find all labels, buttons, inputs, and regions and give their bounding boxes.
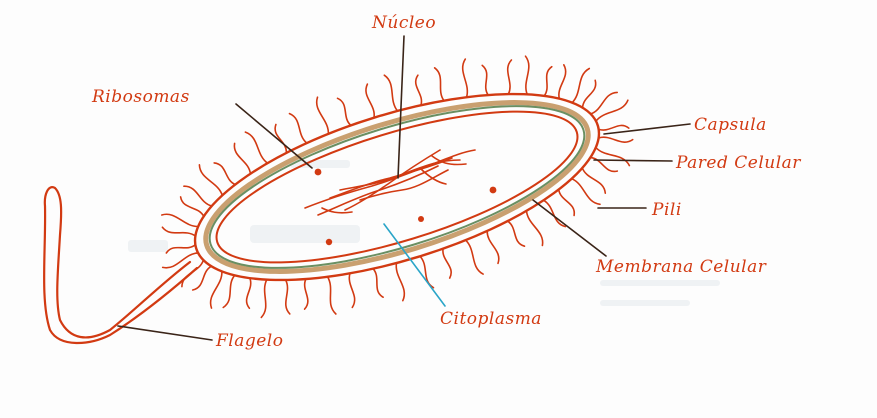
pilus-hair bbox=[544, 67, 552, 96]
capsula-layer bbox=[175, 56, 619, 318]
pilus-hair bbox=[435, 68, 444, 101]
ribosome-dot bbox=[418, 216, 424, 222]
label-capsula: Capsula bbox=[694, 115, 767, 135]
pilus-hair bbox=[572, 179, 600, 205]
label-citoplasma: Citoplasma bbox=[440, 309, 542, 329]
pilus-hair bbox=[559, 190, 575, 216]
pilus-hair bbox=[482, 65, 488, 95]
label-nucleo: Núcleo bbox=[371, 13, 436, 33]
pilus-hair bbox=[420, 256, 434, 287]
pilus-hair bbox=[416, 75, 422, 105]
pilus-hair bbox=[582, 168, 605, 193]
pilus-hair bbox=[396, 263, 404, 301]
pilus-hair bbox=[559, 65, 566, 99]
pilus-hair bbox=[526, 56, 529, 94]
label-pili: Pili bbox=[651, 200, 682, 220]
pilus-hair bbox=[599, 137, 633, 142]
membrana-leader bbox=[533, 200, 606, 256]
pilus-hair bbox=[182, 260, 204, 287]
membrana-inner-layer bbox=[201, 80, 592, 293]
label-ribosomas: Ribosomas bbox=[91, 87, 190, 107]
ribosome-dot bbox=[315, 169, 322, 176]
label-flagelo: Flagelo bbox=[215, 331, 283, 351]
nucleoid bbox=[305, 150, 475, 215]
pilus-hair bbox=[290, 114, 307, 144]
pilus-hair bbox=[211, 271, 222, 308]
pilus-hair bbox=[261, 280, 267, 318]
pilus-hair bbox=[286, 280, 290, 314]
pilus-hair bbox=[466, 240, 484, 274]
pilus-hair bbox=[349, 273, 354, 307]
flagelo-leader bbox=[118, 326, 212, 340]
pilus-hair bbox=[166, 245, 195, 253]
pilus-hair bbox=[443, 249, 451, 279]
pilus-hair bbox=[373, 269, 383, 298]
cell-envelope bbox=[175, 56, 619, 318]
pilus-hair bbox=[214, 163, 235, 185]
pilus-hair bbox=[162, 227, 195, 236]
pilus-hair bbox=[181, 197, 204, 217]
pilus-hair bbox=[487, 231, 499, 264]
pilus-hair bbox=[338, 98, 351, 125]
pilus-hair bbox=[527, 211, 543, 246]
ribosome-dot bbox=[326, 239, 332, 245]
pilus-hair bbox=[599, 125, 629, 130]
pilus-hair bbox=[508, 60, 512, 94]
pilus-hair bbox=[245, 132, 267, 163]
ribosome-dot bbox=[490, 187, 497, 194]
pilus-hair bbox=[223, 275, 235, 307]
pilus-hair bbox=[305, 279, 308, 309]
pilus-hair bbox=[328, 277, 336, 314]
pilus-hair bbox=[384, 75, 397, 111]
nucleo-leader bbox=[398, 36, 404, 178]
pilus-hair bbox=[162, 214, 198, 226]
pilus-hair bbox=[163, 253, 198, 268]
pilus-hair bbox=[583, 80, 596, 108]
pilus-hair bbox=[317, 97, 329, 134]
pilus-hair bbox=[508, 221, 525, 246]
pared-leader bbox=[594, 160, 672, 161]
pilus-hair bbox=[234, 143, 250, 173]
label-pared-celular: Pared Celular bbox=[675, 153, 801, 173]
pilus-hair bbox=[596, 100, 628, 121]
label-membrana-celular: Membrana Celular bbox=[595, 257, 767, 277]
pilus-hair bbox=[247, 278, 251, 308]
pilus-hair bbox=[366, 84, 374, 118]
pilus-hair bbox=[199, 165, 222, 196]
pilus-hair bbox=[463, 59, 468, 97]
labels: Núcleo Ribosomas Capsula Pared Celular P… bbox=[91, 13, 801, 351]
pilus-hair bbox=[184, 186, 212, 206]
